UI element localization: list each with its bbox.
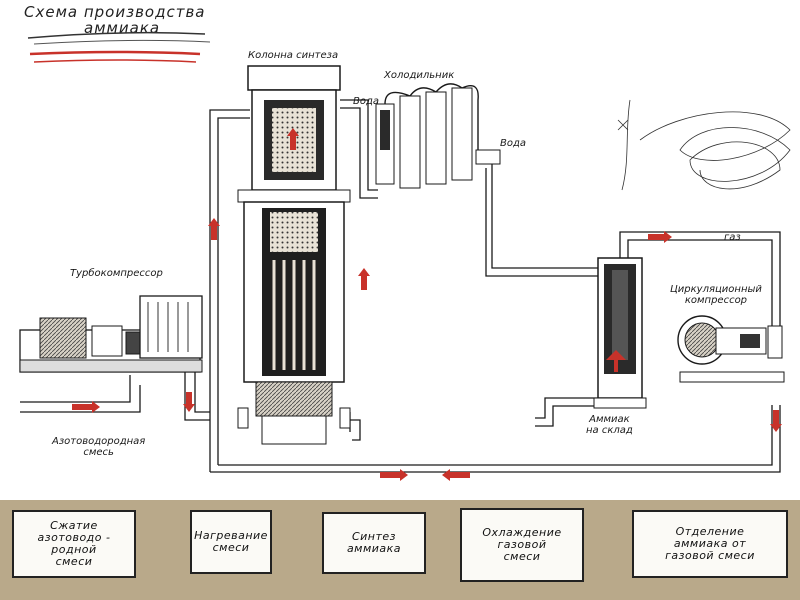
arrow-return-left [442,469,470,481]
label-circ-line-1: Циркуляционный [670,284,762,295]
arrow-turbo-out [183,392,195,412]
flow-arrows [72,128,782,481]
title-line-1: Схема производства [24,3,206,21]
title-underlines [27,31,211,63]
arrow-return-right [380,469,408,481]
arrow-column-down [287,128,299,150]
step-3-line-1: Синтез [351,530,397,543]
label-gas-mixture-line-1: Азотоводородная [52,436,146,447]
arrow-down-right [770,410,782,432]
step-4-line-3: смеси [503,550,541,563]
cooler [375,83,501,189]
ammonia-separator [593,257,647,409]
label-water-out: Вода [500,138,527,149]
step-3-line-2: аммиака [346,542,402,555]
scribble-sketch [617,99,791,191]
circulation-compressor [677,315,785,383]
step-4-line-2: газовой [497,538,547,551]
arrow-gas-top [648,231,672,243]
label-ammonia-line-2: на склад [586,425,633,436]
synthesis-column [237,65,351,445]
step-separation: Отделение аммиака от газовой смеси [632,510,788,578]
label-water-in: Вода [353,96,380,107]
step-2-line-2: смеси [212,541,250,554]
step-5-line-2: аммиака от [673,537,747,550]
arrow-riser [208,218,220,240]
step-5-line-3: газовой смеси [665,549,755,562]
step-4-line-1: Охлаждение [482,526,562,539]
turbocompressor [19,295,203,373]
label-synthesis-column: Колонна синтеза [248,50,339,61]
label-gas-mixture: Азотоводородная смесь [52,436,145,458]
step-1-line-1: Сжатие [50,519,98,532]
step-1-line-2: азотоводо - [37,531,111,544]
label-ammonia-to-storage: Аммиак на склад [586,414,633,436]
step-compression: Сжатие азотоводо - родной смеси [12,510,136,578]
label-ammonia-line-1: Аммиак [589,414,630,425]
arrow-column-up [358,268,370,290]
arrow-separator [606,350,626,372]
label-turbocompressor: Турбокомпрессор [70,268,163,279]
label-gas: газ [724,232,741,243]
step-heating: Нагревание смеси [190,510,272,574]
step-cooling: Охлаждение газовой смеси [460,508,584,582]
label-cooler: Холодильник [384,70,455,81]
label-circ-line-2: компрессор [684,295,748,306]
step-synthesis: Синтез аммиака [322,512,426,574]
step-1-line-3: родной [51,543,97,556]
step-5-line-1: Отделение [675,525,745,538]
label-circulation-compressor: Циркуляционный компрессор [670,284,762,306]
arrow-inlet [72,401,100,413]
step-2-line-1: Нагревание [194,529,268,542]
label-gas-mixture-line-2: смесь [83,447,114,458]
step-1-line-4: смеси [55,555,93,568]
